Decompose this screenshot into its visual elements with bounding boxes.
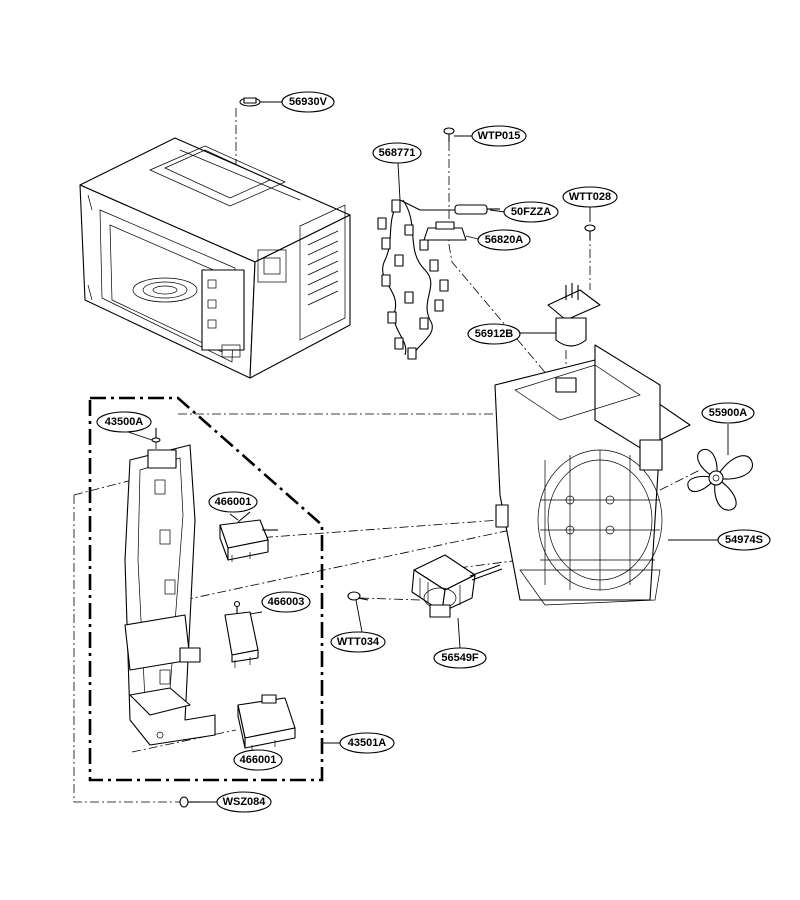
part-label-56930V: 56930V [281, 91, 335, 113]
part-label-56912B: 56912B [467, 323, 521, 345]
part-label-43501A: 43501A [339, 732, 395, 754]
svg-text:56912B: 56912B [475, 328, 514, 340]
svg-text:55900A: 55900A [709, 407, 748, 419]
micro-switch-466001-lower-part [237, 694, 296, 752]
svg-text:56549F: 56549F [441, 652, 479, 664]
svg-text:568771: 568771 [379, 147, 416, 159]
part-label-466001-lower: 466001 [233, 749, 283, 771]
thermostat-56930V-part [239, 97, 261, 107]
screw-WTT034-part [347, 591, 369, 601]
part-label-WSZ084: WSZ084 [216, 791, 272, 813]
screw-WSZ084-part [179, 796, 200, 808]
svg-text:WSZ084: WSZ084 [223, 796, 267, 808]
svg-text:56930V: 56930V [289, 96, 328, 108]
svg-text:43500A: 43500A [105, 416, 144, 428]
svg-text:WTP015: WTP015 [478, 130, 521, 142]
svg-text:WTT028: WTT028 [569, 191, 611, 203]
part-label-55900A: 55900A [701, 402, 755, 424]
svg-text:50FZZA: 50FZZA [511, 206, 551, 218]
part-label-466001-upper: 466001 [208, 491, 258, 513]
part-label-WTT034: WTT034 [330, 631, 386, 653]
part-label-56549F: 56549F [433, 647, 487, 669]
air-guide-assembly [494, 344, 691, 606]
part-label-54974S: 54974S [717, 529, 771, 551]
svg-text:466001: 466001 [240, 754, 277, 766]
part-label-466003: 466003 [261, 591, 311, 613]
svg-text:WTT034: WTT034 [337, 636, 380, 648]
part-label-568771: 568771 [372, 142, 422, 164]
oven-cavity-assembly [79, 137, 351, 379]
part-label-56820A: 56820A [477, 229, 531, 251]
latch-board-43500A-part [124, 428, 216, 746]
part-label-WTP015: WTP015 [471, 125, 527, 147]
svg-text:43501A: 43501A [348, 737, 387, 749]
svg-text:466001: 466001 [215, 496, 252, 508]
micro-switch-466003-part [224, 600, 259, 668]
part-label-WTT028: WTT028 [562, 186, 618, 208]
screw-WTT028-part [584, 224, 596, 240]
micro-switch-466001-upper-part [219, 511, 278, 562]
screw-WTP015-part [443, 127, 455, 142]
svg-text:56820A: 56820A [485, 234, 524, 246]
part-label-50FZZA: 50FZZA [503, 201, 559, 223]
fan-blade-55900A-part [687, 448, 753, 511]
fuse-holder-56820A-part [423, 221, 467, 241]
part-label-43500A: 43500A [96, 411, 152, 433]
fuse-50FZZA-part [454, 204, 500, 215]
lamp-56912B-part [547, 283, 601, 347]
latch-assembly-frame-43501A [88, 396, 324, 782]
wire-harness-568771-part [377, 199, 460, 360]
fan-motor-56549F-part [411, 554, 503, 618]
svg-text:54974S: 54974S [725, 534, 763, 546]
svg-text:466003: 466003 [268, 596, 305, 608]
